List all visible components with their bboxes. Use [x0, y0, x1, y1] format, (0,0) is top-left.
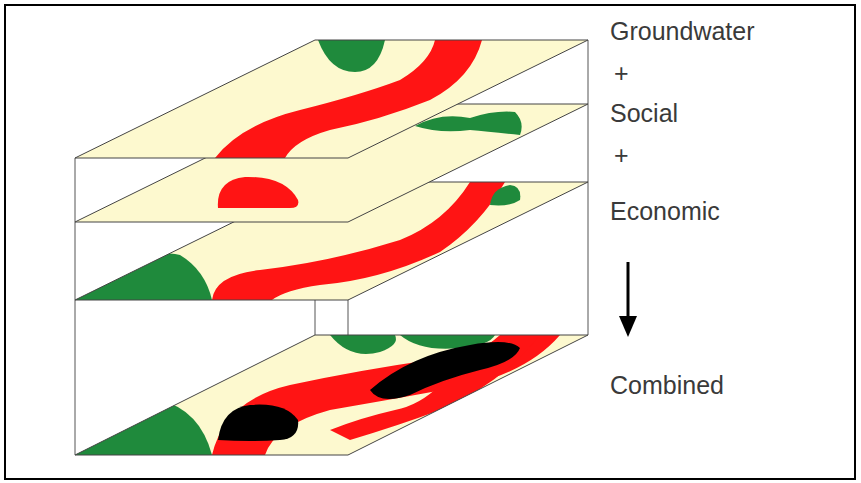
layer-label: + — [614, 142, 629, 170]
down-arrow — [619, 262, 637, 337]
frame — [5, 5, 855, 479]
groundwater-layer — [75, 40, 588, 158]
layer-label: Social — [610, 100, 678, 128]
layer-label: Economic — [610, 198, 720, 226]
combined-layer — [75, 335, 588, 455]
layer-label: Combined — [610, 372, 724, 400]
box-edges — [75, 40, 588, 455]
layer-label: Groundwater — [610, 18, 755, 46]
layer-label: + — [614, 60, 629, 88]
